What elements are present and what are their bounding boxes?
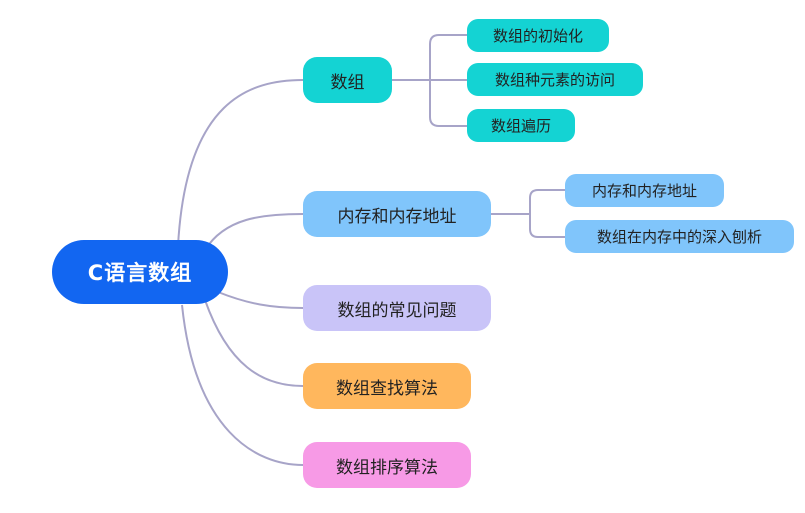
edge-memory-child-2 [529,214,565,238]
leaf-array-in-memory[interactable]: 数组在内存中的深入刨析 [565,220,794,253]
edge-root-sort [181,304,304,466]
branch-memory[interactable]: 内存和内存地址 [303,191,491,237]
edge-memory-child-1 [529,189,565,214]
leaf-memory-address[interactable]: 内存和内存地址 [565,174,724,207]
edge-root-problems [217,291,304,309]
leaf-array-element-access[interactable]: 数组种元素的访问 [467,63,643,96]
branch-search-algorithms[interactable]: 数组查找算法 [303,363,471,409]
edge-arrays-child-3 [429,80,467,127]
branch-sort-algorithms[interactable]: 数组排序算法 [303,442,471,488]
edge-root-arrays [177,79,304,247]
leaf-array-init[interactable]: 数组的初始化 [467,19,609,52]
root-node[interactable]: C语言数组 [52,240,228,304]
branch-common-problems[interactable]: 数组的常见问题 [303,285,491,331]
edge-root-memory [204,213,304,251]
branch-arrays[interactable]: 数组 [303,57,392,103]
edge-arrays-child-1 [429,34,467,80]
leaf-array-traversal[interactable]: 数组遍历 [467,109,575,142]
edge-root-search [204,299,304,387]
